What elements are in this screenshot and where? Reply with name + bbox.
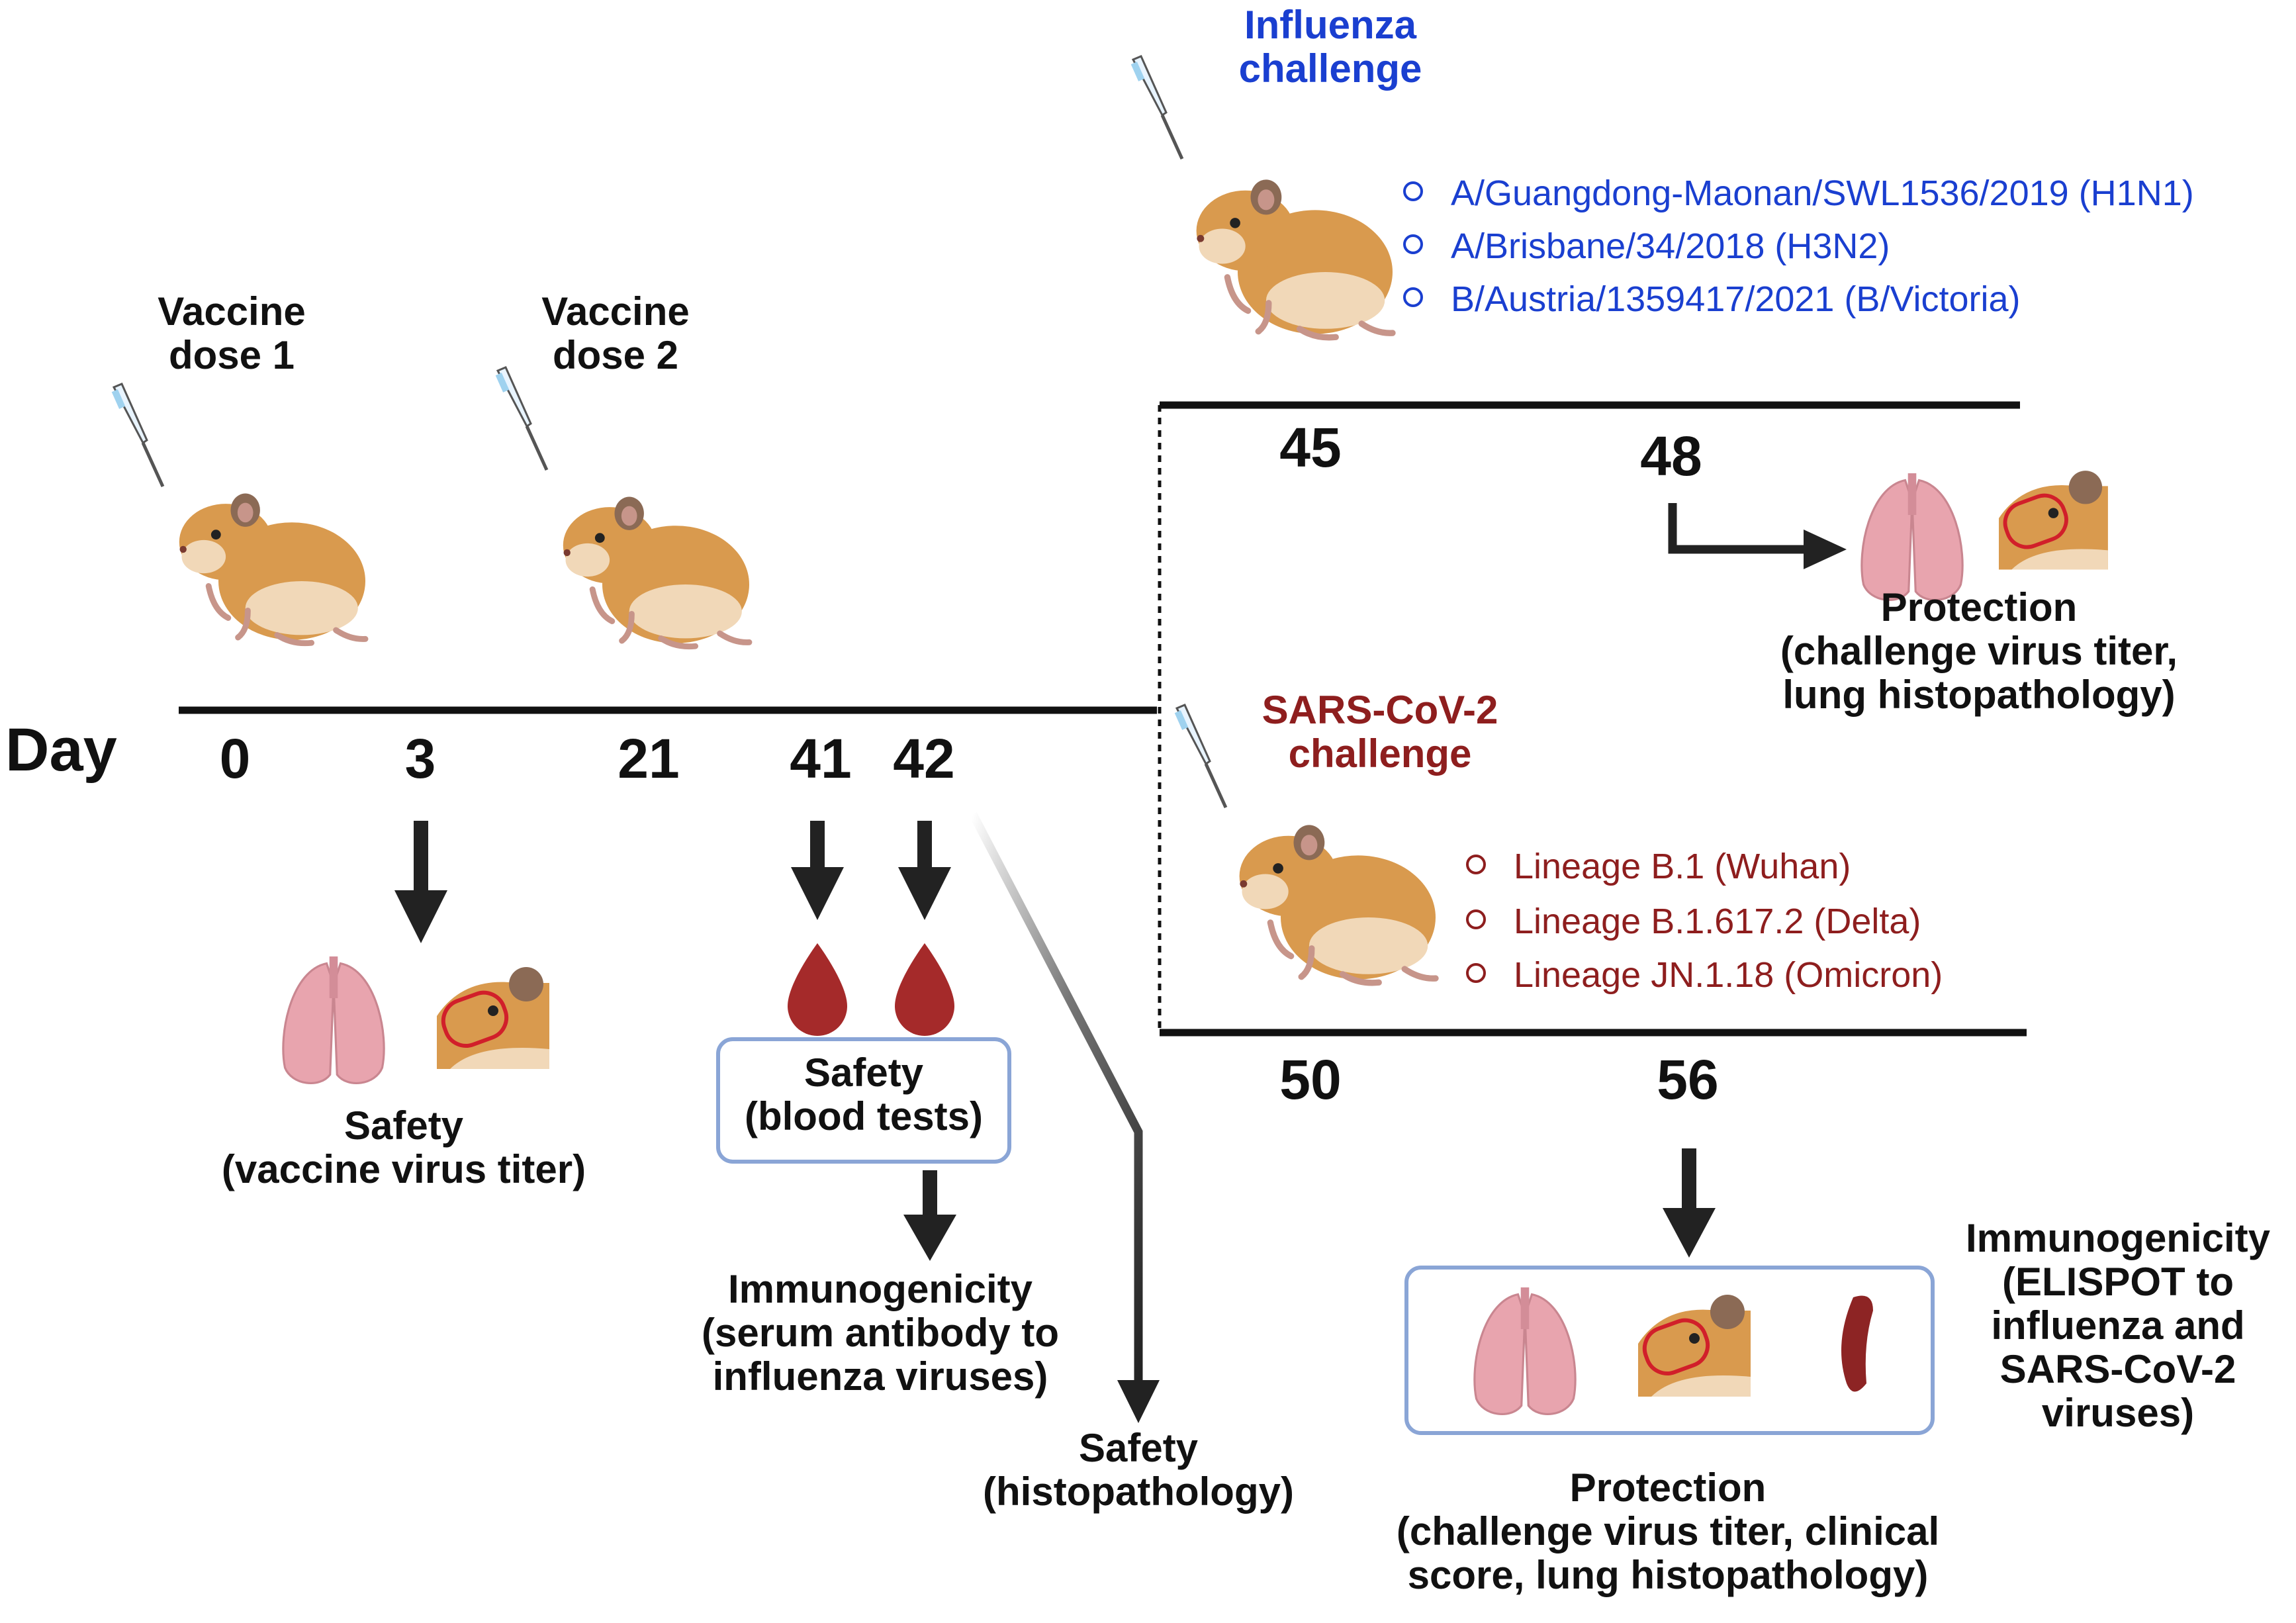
protection-sars: Protection (challenge virus titer, clini… <box>1350 1466 1986 1597</box>
influenza-challenge-title: Influenza challenge <box>1198 3 1463 91</box>
immunogenicity-elispot: Immunogenicity (ELISPOT to influenza and… <box>1946 1217 2290 1435</box>
immunogenicity-serum: Immunogenicity (serum antibody to influe… <box>675 1268 1085 1399</box>
influenza-strain-1-text: A/Guangdong-Maonan/SWL1536/2019 (H1N1) <box>1451 173 2194 213</box>
day-42: 42 <box>893 727 955 790</box>
bullet-icon <box>1403 234 1423 254</box>
immunogenicity-elispot-text: Immunogenicity (ELISPOT to influenza and… <box>1965 1216 2271 1435</box>
sars-strain-3-text: Lineage JN.1.18 (Omicron) <box>1514 955 1943 995</box>
hamster-icon <box>179 494 365 643</box>
sars-strain-1-text: Lineage B.1 (Wuhan) <box>1514 847 1851 886</box>
day-21: 21 <box>618 727 680 790</box>
day-45: 45 <box>1279 416 1342 479</box>
safety-histopathology: Safety (histopathology) <box>946 1426 1330 1514</box>
vaccine-dose-2-text: Vaccine dose 2 <box>541 289 690 377</box>
lungs-icon <box>1473 1286 1577 1416</box>
blood-tests-box <box>716 1037 1011 1164</box>
spleen-icon <box>1841 1295 1873 1392</box>
pipette-icon <box>1175 705 1226 808</box>
day-41: 41 <box>790 727 852 790</box>
influenza-title-text: Influenza challenge <box>1238 3 1422 91</box>
protection-influenza-text: Protection (challenge virus titer, lung … <box>1780 585 2178 717</box>
pipette-icon <box>112 384 163 487</box>
bullet-icon <box>1403 287 1423 307</box>
influenza-strain-2-text: A/Brisbane/34/2018 (H3N2) <box>1451 226 1890 266</box>
safety-vaccine-virus-titer-text: Safety (vaccine virus titer) <box>221 1103 586 1191</box>
protection-box <box>1404 1266 1935 1435</box>
arrow-histopathology <box>969 812 1143 1383</box>
influenza-strain-3-text: B/Austria/1359417/2021 (B/Victoria) <box>1451 279 2021 319</box>
vaccine-dose-1-text: Vaccine dose 1 <box>158 289 306 377</box>
arrow-day48 <box>1668 503 1807 554</box>
sars-strain-2-text: Lineage B.1.617.2 (Delta) <box>1514 902 1921 941</box>
day-3: 3 <box>404 727 436 790</box>
vaccine-dose-1: Vaccine dose 1 <box>113 290 351 377</box>
safety-vaccine-virus-titer: Safety (vaccine virus titer) <box>172 1104 635 1191</box>
hamster-nose-icon <box>1999 471 2108 569</box>
lungs-icon <box>1860 472 1964 602</box>
hamster-icon <box>1240 825 1436 982</box>
bullet-icon <box>1466 963 1486 983</box>
blood-drop-icon <box>895 943 954 1036</box>
bullet-icon <box>1466 855 1486 874</box>
pipette-icon <box>1131 56 1182 159</box>
day-label: Day <box>5 716 117 784</box>
pipette-icon <box>496 367 547 470</box>
safety-histopathology-text: Safety (histopathology) <box>983 1426 1294 1514</box>
protection-influenza: Protection (challenge virus titer, lung … <box>1708 586 2250 717</box>
hamster-nose-icon <box>1638 1295 1751 1397</box>
influenza-strain-3: B/Austria/1359417/2021 (B/Victoria) <box>1403 281 2021 317</box>
day-48: 48 <box>1640 425 1702 487</box>
sars-strain-1: Lineage B.1 (Wuhan) <box>1466 849 1851 884</box>
protection-sars-text: Protection (challenge virus titer, clini… <box>1396 1465 1940 1597</box>
day-0: 0 <box>219 727 251 790</box>
hamster-nose-icon <box>437 967 549 1069</box>
bullet-icon <box>1466 909 1486 929</box>
sars-strain-2: Lineage B.1.617.2 (Delta) <box>1466 904 1921 939</box>
hamster-icon <box>563 497 749 647</box>
hamster-icon <box>1197 179 1393 337</box>
bullet-icon <box>1403 181 1423 201</box>
blood-drop-icon <box>788 943 847 1036</box>
influenza-strain-2: A/Brisbane/34/2018 (H3N2) <box>1403 228 1890 264</box>
vaccine-dose-2: Vaccine dose 2 <box>496 290 735 377</box>
sars-challenge-title: SARS-CoV-2 challenge <box>1238 688 1522 776</box>
sars-strain-3: Lineage JN.1.18 (Omicron) <box>1466 957 1943 993</box>
safety-blood-tests: Safety (blood tests) <box>718 1051 1009 1138</box>
influenza-strain-1: A/Guangdong-Maonan/SWL1536/2019 (H1N1) <box>1403 175 2194 211</box>
day-56: 56 <box>1657 1048 1719 1111</box>
day-50: 50 <box>1279 1048 1342 1111</box>
immunogenicity-serum-text: Immunogenicity (serum antibody to influe… <box>701 1267 1060 1399</box>
safety-blood-tests-text: Safety (blood tests) <box>745 1050 983 1138</box>
sars-title-text: SARS-CoV-2 challenge <box>1262 688 1498 776</box>
lungs-icon <box>282 955 385 1085</box>
